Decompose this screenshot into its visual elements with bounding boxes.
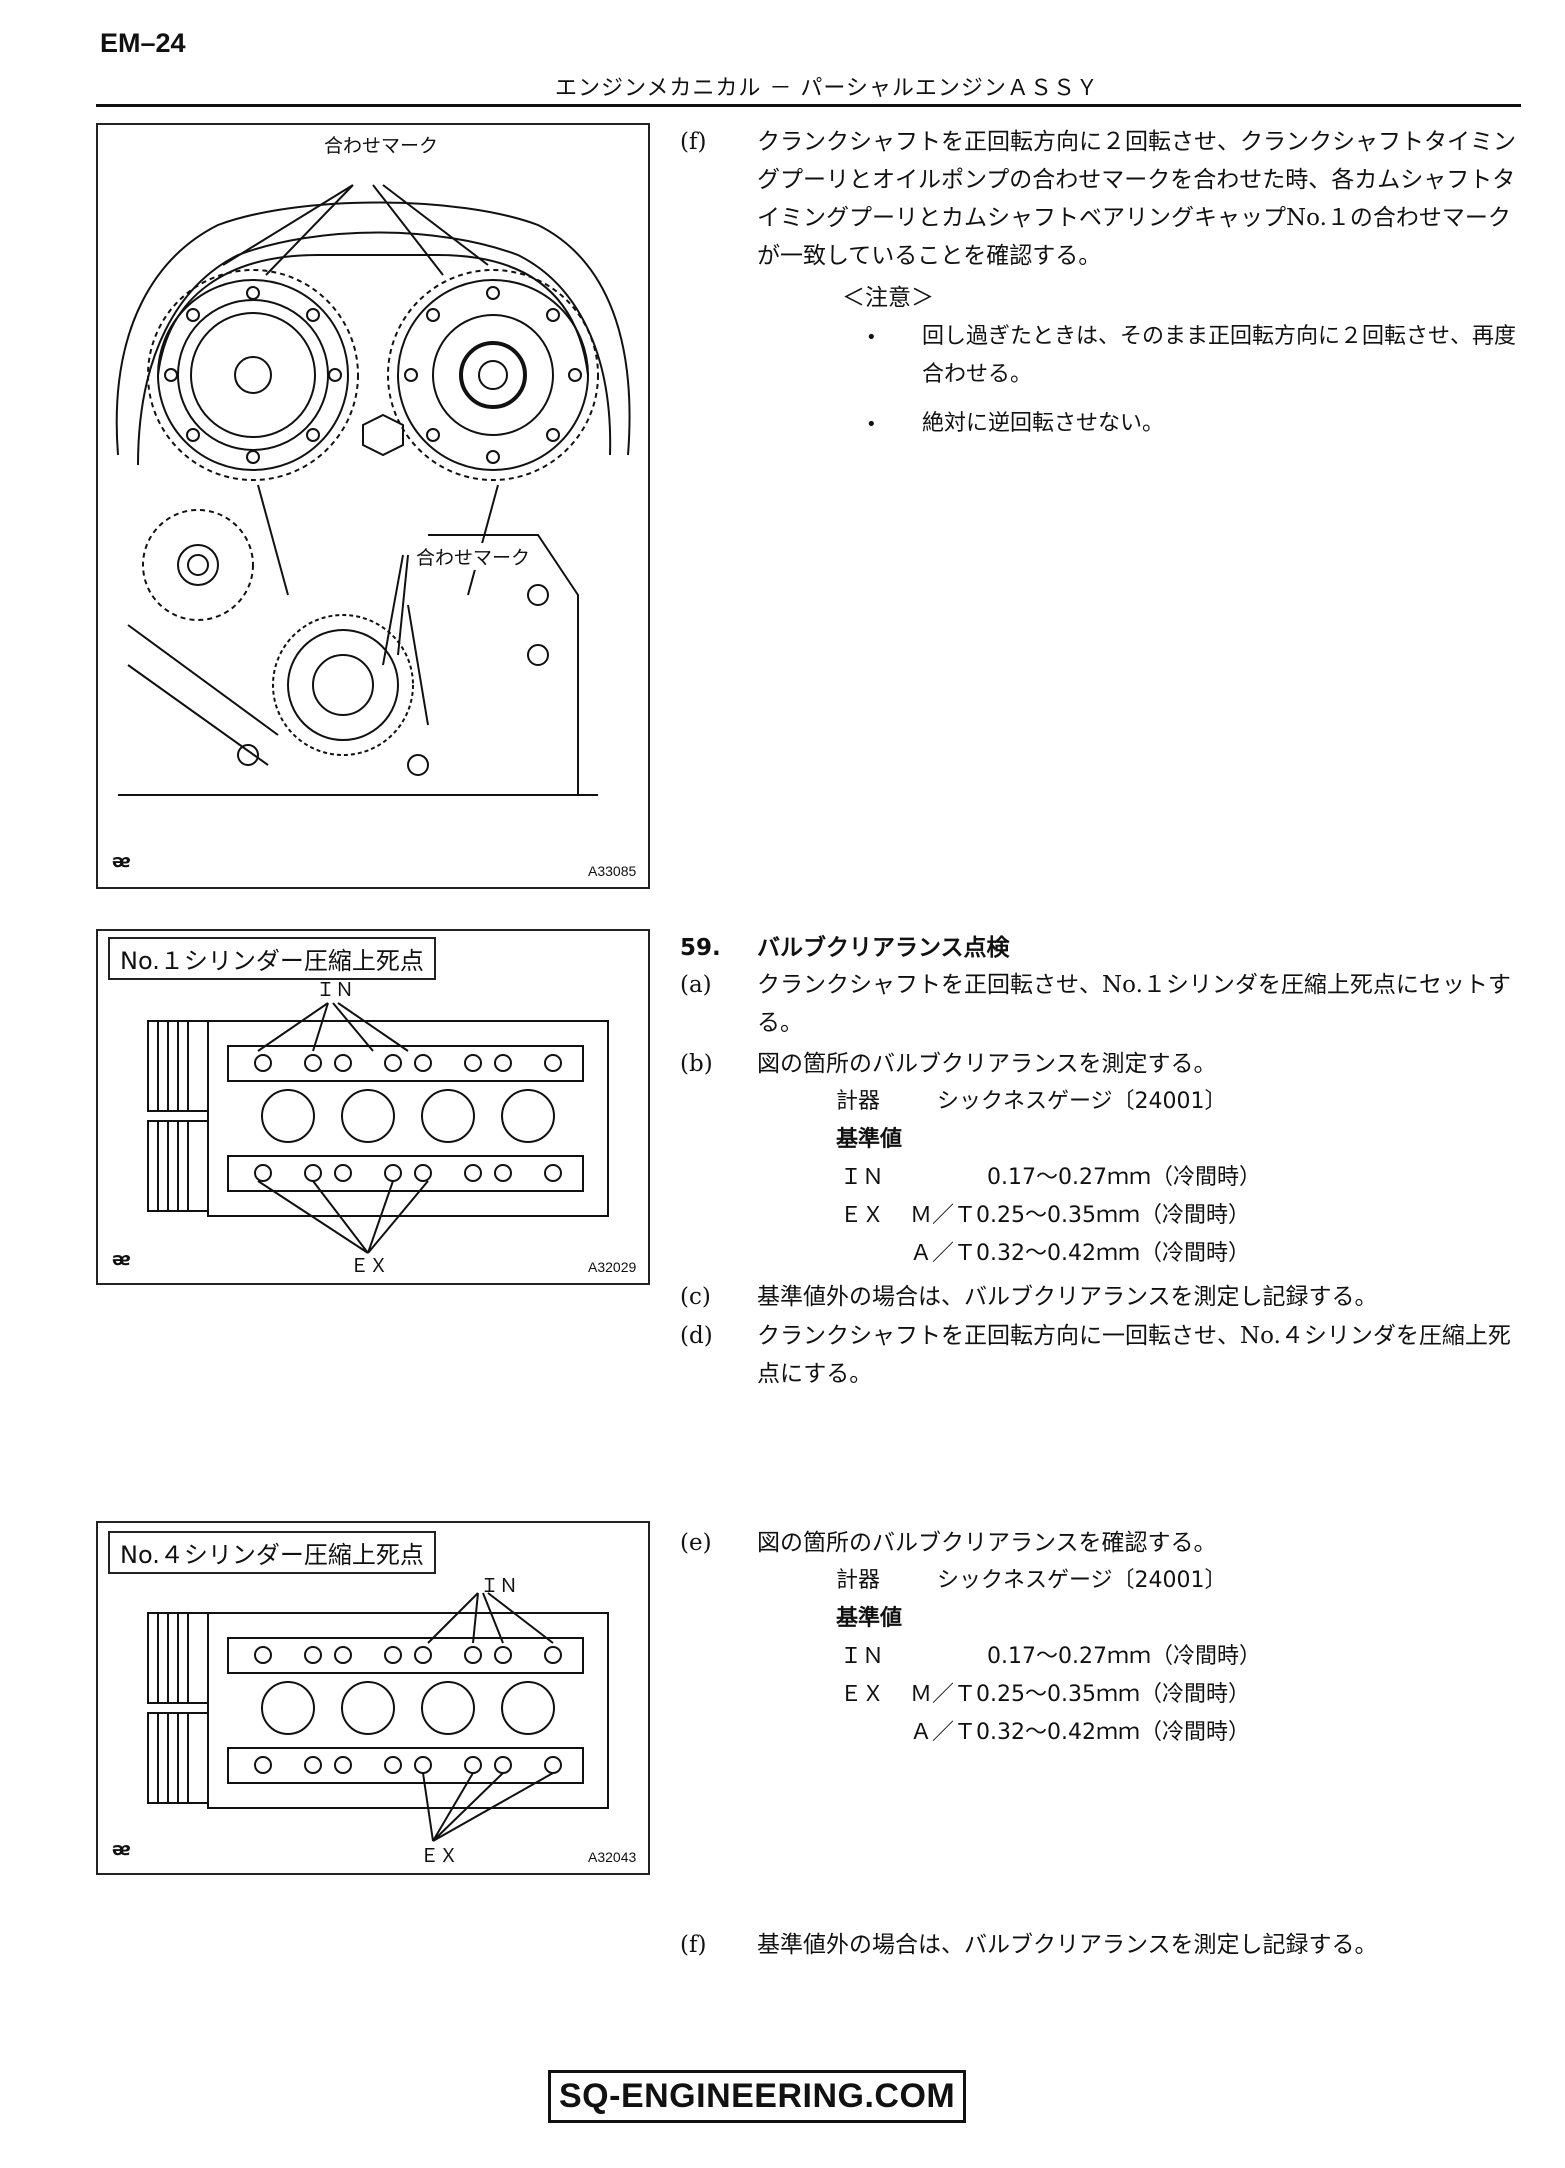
step-d-text: クランクシャフトを正回転方向に一回転させ、No.４シリンダを圧縮上死点にする。 (757, 1323, 1511, 1387)
spec-b-ex-mt: Ｍ／Ｔ0.25〜0.35ｍｍ（冷間時） (910, 1203, 1250, 1228)
intake-label-no4: ＩＮ (480, 1575, 519, 1597)
figure-timing-marks: 合わせマーク 合わせマーク ᴂ A33085 (96, 123, 650, 889)
spec-e-in-label: ＩＮ (840, 1644, 885, 1669)
figure-code: A33085 (588, 863, 637, 879)
section-title: エンジンメカニカル － パーシャルエンジンＡＳＳＹ (555, 76, 1099, 101)
spec-b-ex-label: ＥＸ (840, 1203, 885, 1228)
figure-title-no1: No.１シリンダー圧縮上死点 (108, 937, 436, 980)
intake-label-no1: ＩＮ (316, 979, 355, 1001)
section-number: 59. (680, 935, 721, 961)
step-b-text: 図の箇所のバルブクリアランスを測定する。 (757, 1051, 1217, 1077)
step-a-mark: (a) (680, 972, 712, 998)
figure-symbol-icon: ᴂ (112, 1249, 131, 1270)
figure-symbol-icon: ᴂ (112, 851, 131, 872)
section-title-59: バルブクリアランス点検 (757, 935, 1010, 961)
cylinder-head-drawing-no1 (147, 1002, 609, 1254)
figure-title-no4: No.４シリンダー圧縮上死点 (108, 1531, 436, 1574)
figure-code-no4: A32043 (588, 1849, 637, 1865)
spec-e-ex-mt: Ｍ／Ｔ0.25〜0.35ｍｍ（冷間時） (910, 1682, 1250, 1707)
timing-mark-label-lower: 合わせマーク (416, 543, 531, 570)
spec-e-std-label: 基準値 (836, 1606, 903, 1631)
step-f1-text: クランクシャフトを正回転方向に２回転させ、クランクシャフトタイミングプーリとオイ… (757, 129, 1516, 269)
header-rule (96, 104, 1521, 107)
spec-e-ex-at: Ａ／Ｔ0.32〜0.42ｍｍ（冷間時） (910, 1720, 1250, 1745)
step-f2-text: 基準値外の場合は、バルブクリアランスを測定し記録する。 (757, 1932, 1378, 1958)
step-e-text: 図の箇所のバルブクリアランスを確認する。 (757, 1530, 1217, 1556)
spec-b-ex-at: Ａ／Ｔ0.32〜0.42ｍｍ（冷間時） (910, 1241, 1250, 1266)
caution-item-1: 回し過ぎたときは、そのまま正回転方向に２回転させ、再度合わせる。 (922, 324, 1517, 387)
caution-item-2: 絶対に逆回転させない。 (922, 411, 1165, 436)
caution-bullet-icon: • (866, 414, 877, 435)
step-c-text: 基準値外の場合は、バルブクリアランスを測定し記録する。 (757, 1284, 1378, 1310)
step-f1-mark: (f) (680, 129, 707, 155)
caution-title: ＜注意＞ (842, 285, 934, 311)
step-f2-mark: (f) (680, 1932, 707, 1958)
step-d-mark: (d) (680, 1323, 713, 1349)
figure-code-no1: A32029 (588, 1259, 637, 1275)
timing-pulley-drawing (115, 184, 631, 796)
step-b-mark: (b) (680, 1051, 713, 1077)
cylinder-head-drawing-no4 (147, 1592, 609, 1842)
figure-symbol-icon: ᴂ (112, 1839, 131, 1860)
timing-mark-label-top: 合わせマーク (324, 135, 439, 157)
caution-bullet-icon: • (866, 327, 877, 348)
spec-b-std-label: 基準値 (836, 1127, 903, 1152)
footer-watermark: SQ-ENGINEERING.COM (548, 2070, 967, 2123)
page-id: EM–24 (100, 28, 186, 58)
exhaust-label-no4: ＥＸ (420, 1845, 459, 1867)
figure-no1-cylinder: No.１シリンダー圧縮上死点 ＩＮ ＥＸ ᴂ A32029 (96, 929, 650, 1285)
step-a-text: クランクシャフトを正回転させ、No.１シリンダを圧縮上死点にセットする。 (757, 972, 1511, 1036)
figure-no4-cylinder: No.４シリンダー圧縮上死点 ＩＮ ＥＸ ᴂ A32043 (96, 1521, 650, 1875)
step-c-mark: (c) (680, 1284, 711, 1310)
spec-b-in-label: ＩＮ (840, 1165, 885, 1190)
spec-b-tool-label: 計器 (836, 1089, 881, 1114)
spec-b-in-value: 0.17〜0.27ｍｍ（冷間時） (987, 1165, 1261, 1190)
spec-e-tool-value: シックネスゲージ〔24001〕 (937, 1568, 1227, 1593)
exhaust-label-no1: ＥＸ (350, 1255, 389, 1277)
step-e-mark: (e) (680, 1530, 712, 1556)
spec-e-in-value: 0.17〜0.27ｍｍ（冷間時） (987, 1644, 1261, 1669)
spec-e-tool-label: 計器 (836, 1568, 881, 1593)
spec-e-ex-label: ＥＸ (840, 1682, 885, 1707)
spec-b-tool-value: シックネスゲージ〔24001〕 (937, 1089, 1227, 1114)
